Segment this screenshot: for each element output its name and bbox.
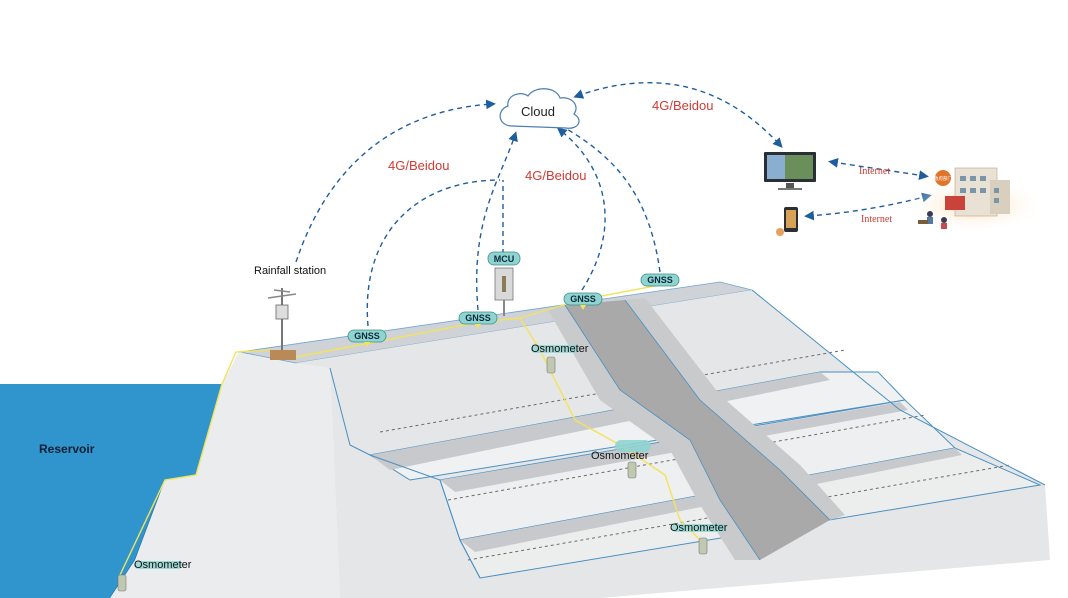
osmometer: Osmometer (531, 343, 589, 374)
osmometer: Osmometer (591, 440, 651, 479)
link-label-center: 4G/Beidou (525, 168, 586, 183)
osmometer-label: Osmometer (670, 522, 728, 534)
rainfall-station: Rainfall station (254, 265, 326, 360)
internet-label-bottom: Internet (861, 214, 892, 225)
dam-body (110, 281, 1050, 598)
mcu-label: MCU (494, 254, 515, 264)
osmometer-label: Osmometer (134, 559, 192, 571)
osmometer-label: Osmometer (531, 343, 589, 355)
internet-label-top: Internet (859, 166, 890, 177)
gnss-station: GNSS (347, 329, 387, 347)
gnss-station: GNSS (563, 292, 603, 310)
communication-links (295, 82, 932, 327)
gnss-station: GNSS (458, 311, 498, 329)
cloud-icon: Cloud (499, 88, 580, 129)
cloud-label: Cloud (521, 104, 555, 119)
gnss-label: GNSS (465, 313, 491, 323)
gnss-label: GNSS (570, 294, 596, 304)
phone-icon (776, 207, 798, 236)
gnss-label: GNSS (647, 275, 673, 285)
building-sign: 政府部门 (934, 175, 952, 182)
spillway-channel (565, 300, 830, 560)
reservoir-label: Reservoir (39, 442, 95, 456)
gnss-station: GNSS (640, 273, 680, 287)
monitor-icon (764, 152, 816, 190)
osmometer: Osmometer (670, 522, 728, 555)
gnss-label: GNSS (354, 331, 380, 341)
reservoir-water (0, 384, 222, 598)
link-label-right: 4G/Beidou (652, 98, 713, 113)
link-label-left: 4G/Beidou (388, 158, 449, 173)
rainfall-station-label: Rainfall station (254, 265, 326, 277)
osmometer-label: Osmometer (591, 450, 649, 462)
osmometer: Osmometer (117, 559, 192, 592)
mcu-unit: MCU (487, 251, 521, 316)
office-building-icon: 政府部门 (905, 167, 1045, 233)
